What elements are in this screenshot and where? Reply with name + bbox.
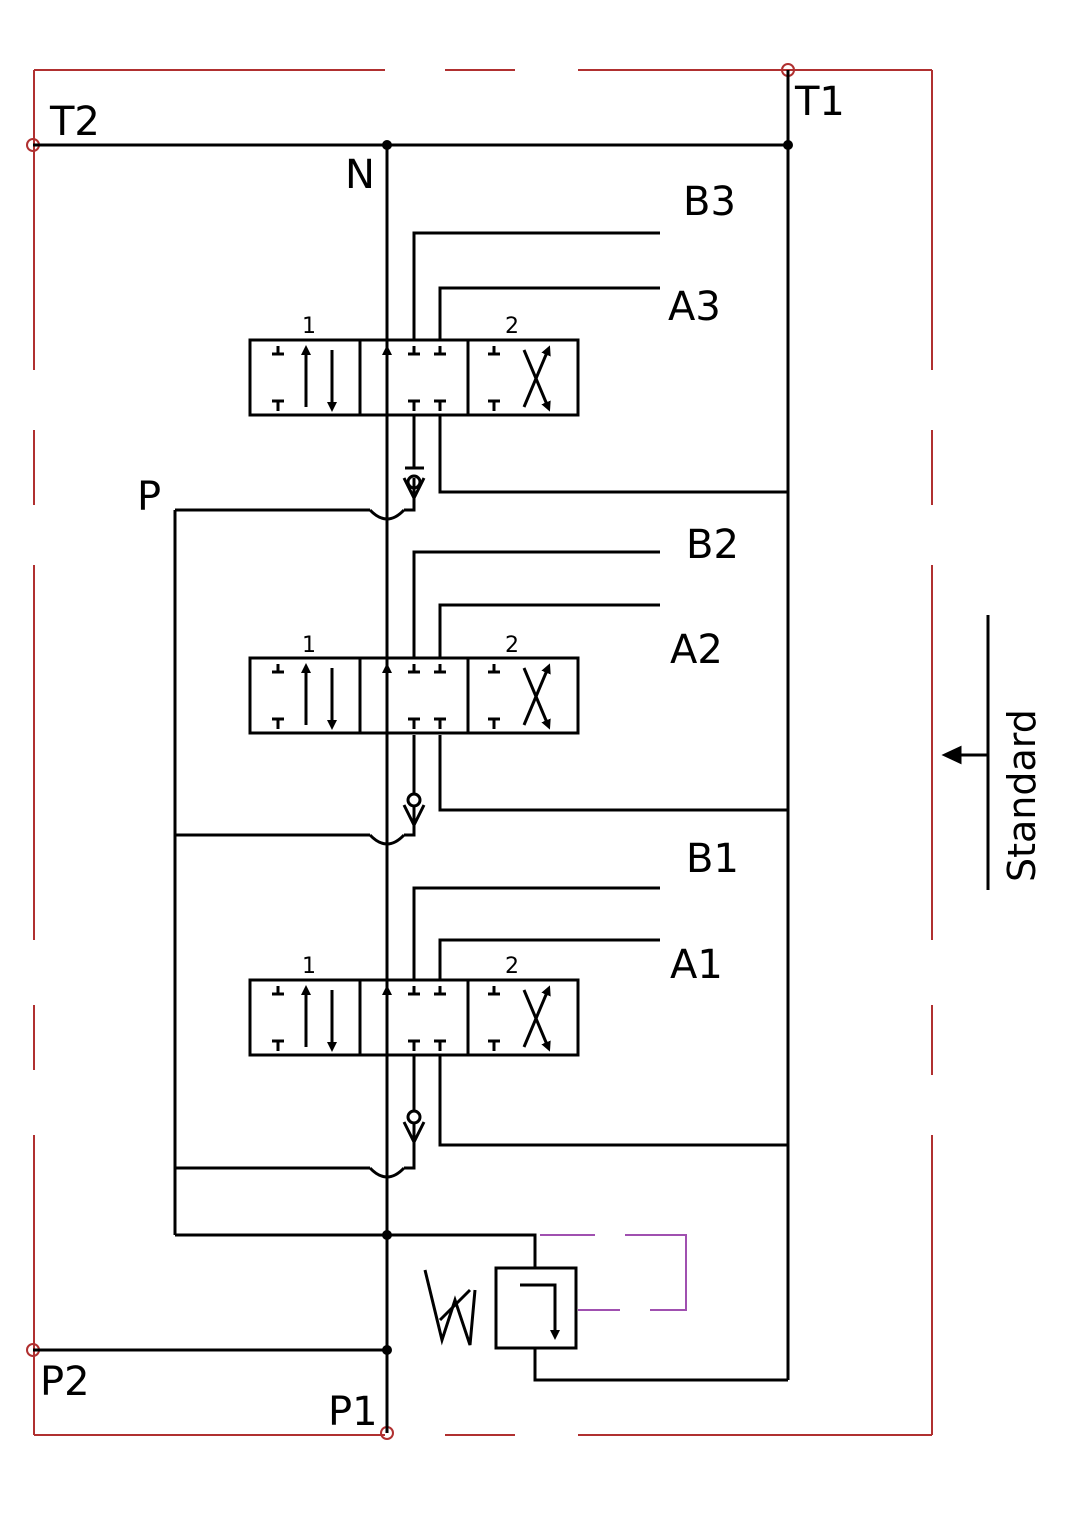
junction-dots [382,140,793,1355]
return-1 [438,1055,788,1147]
port-t2-label: T2 [49,99,100,145]
valve-section-2 [248,656,580,735]
line-a1 [438,938,660,980]
crossover-1 [368,1166,406,1179]
standard-label: Standard [1000,709,1044,882]
pos-label-2-left: 1 [302,633,316,658]
check-valve-1 [402,1121,426,1146]
line-a3 [438,286,660,340]
relief-inlet [387,1233,537,1268]
port-b1-label: B1 [686,836,739,882]
line-a2 [438,603,660,658]
relief-outlet [533,1348,788,1382]
port-b2-label: B2 [686,522,739,568]
return-2 [438,735,788,812]
crossover-2 [368,833,406,846]
line-b3 [412,231,660,340]
valve-section-3 [248,338,580,417]
port-p-label: P [137,474,161,520]
directional-valves [248,338,580,1057]
port-a2-label: A2 [670,627,723,673]
port-markers [26,63,795,1440]
crossover-3 [368,508,406,521]
return-3 [438,415,788,494]
pos-label-3-left: 1 [302,314,316,339]
valve-block-boundary [33,69,933,1436]
pos-label-1-right: 2 [505,954,519,979]
valve-section-1 [248,978,580,1057]
check-valve-2 [402,804,426,829]
port-p2-label: P2 [40,1359,90,1405]
pos-label-3-right: 2 [505,314,519,339]
pos-label-1-left: 1 [302,954,316,979]
standard-marker [941,615,990,890]
relief-spring-icon [423,1269,477,1346]
port-a3-label: A3 [668,284,721,330]
port-n-label: N [345,152,375,198]
line-b1 [412,886,660,980]
check-valves [402,466,426,1146]
pos-label-2-right: 2 [505,633,519,658]
port-t1-label: T1 [794,79,845,125]
port-p1-label: P1 [328,1389,378,1435]
relief-valve [423,1266,578,1350]
hydraulic-lines [33,70,790,1433]
port-b3-label: B3 [683,179,736,225]
line-b2 [412,550,660,658]
pilot-line [540,1234,687,1311]
port-a1-label: A1 [670,942,723,988]
